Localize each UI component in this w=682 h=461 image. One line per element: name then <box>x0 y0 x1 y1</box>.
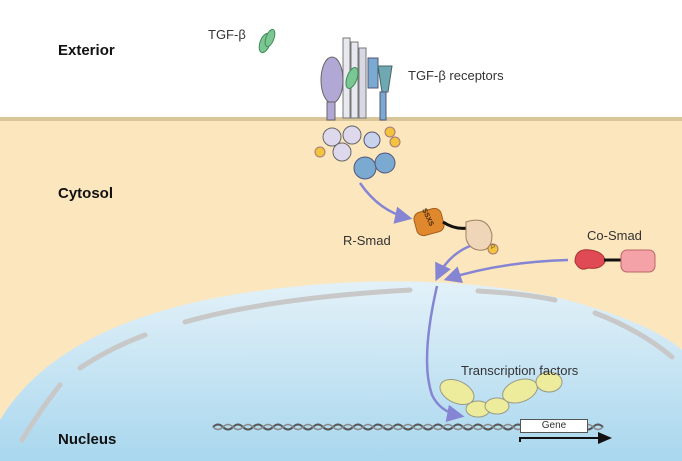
pathway-arrows <box>358 182 569 422</box>
transcription-start-arrow <box>519 437 600 442</box>
gene-box: Gene <box>520 419 588 433</box>
transcription-factor-complex <box>439 371 563 418</box>
phospho-label: P <box>491 245 496 251</box>
exterior-label: Exterior <box>58 42 115 59</box>
co-smad-label: Co-Smad <box>587 228 642 243</box>
plasma-membrane <box>0 117 682 121</box>
tgf-beta-receptors-label: TGF-β receptors <box>408 68 504 83</box>
r-smad-label: R-Smad <box>343 233 391 248</box>
transcription-arrowhead <box>598 432 612 444</box>
tgf-beta-label: TGF-β <box>208 27 246 42</box>
transcription-factors-label: Transcription factors <box>461 363 579 378</box>
exterior-region <box>0 0 682 120</box>
tgf-beta-ligand <box>258 28 276 54</box>
nuclear-envelope <box>19 287 675 443</box>
nucleus-label: Nucleus <box>58 431 117 448</box>
r-smad-protein <box>413 207 499 255</box>
tgf-beta-receptor-complex <box>314 37 401 180</box>
co-smad-protein <box>574 249 656 273</box>
cytosol-label: Cytosol <box>58 185 114 202</box>
nucleus-region <box>0 281 682 461</box>
